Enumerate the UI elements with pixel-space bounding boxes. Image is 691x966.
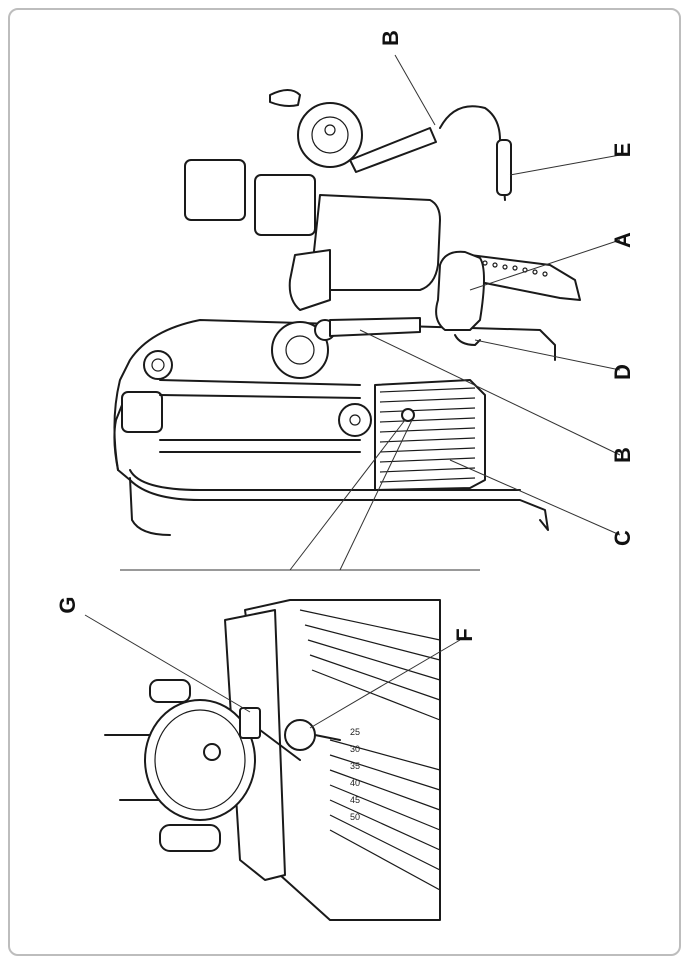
detail-pulley <box>144 699 256 821</box>
top-pulley <box>143 350 173 380</box>
base-frame <box>113 319 556 531</box>
weight-number: 30 <box>350 744 360 754</box>
label-D: D <box>610 364 635 380</box>
label-B-bottom: B <box>610 447 635 463</box>
selector-pin <box>401 408 415 422</box>
detail-pulley-hub <box>203 743 221 761</box>
label-E: E <box>610 143 635 158</box>
top-pulley-housing <box>121 391 163 433</box>
detail-top-plate <box>224 609 286 881</box>
label-A: A <box>610 232 635 248</box>
head-pad <box>184 159 246 221</box>
weight-number: 25 <box>350 727 360 737</box>
weight-stack <box>374 379 486 491</box>
release-lever-D <box>454 334 481 346</box>
label-F: F <box>452 628 477 641</box>
upper-back-pad <box>254 174 316 236</box>
back-pad <box>311 194 441 291</box>
detail-rod-lower <box>159 824 221 852</box>
label-G: G <box>55 596 80 613</box>
seat-pad <box>288 249 331 311</box>
adjustment-handle-A <box>435 250 485 331</box>
weight-number: 35 <box>350 761 360 771</box>
arm-pivot-disk <box>271 321 329 379</box>
label-C: C <box>610 530 635 546</box>
callout-labels: B E A D B C G F <box>55 30 635 642</box>
weight-number: 40 <box>350 778 360 788</box>
main-machine-illustration <box>113 89 581 536</box>
label-B-top: B <box>378 30 403 46</box>
lever-arm-upper <box>349 127 437 173</box>
leader-lines <box>120 54 621 571</box>
guide-rod-1 <box>159 379 361 386</box>
selector-pin-F <box>284 719 316 751</box>
detail-plate-lines <box>299 609 441 891</box>
upper-arm-tip <box>269 89 301 107</box>
lever-arm-lower <box>329 317 421 337</box>
cable-clamp <box>239 707 261 739</box>
detail-rod-upper <box>149 679 191 703</box>
weight-number: 50 <box>350 812 360 822</box>
weight-number: 45 <box>350 795 360 805</box>
stack-pulley <box>338 403 372 437</box>
handle-E <box>439 105 506 201</box>
detail-view: 25 30 35 40 45 50 <box>84 599 461 921</box>
